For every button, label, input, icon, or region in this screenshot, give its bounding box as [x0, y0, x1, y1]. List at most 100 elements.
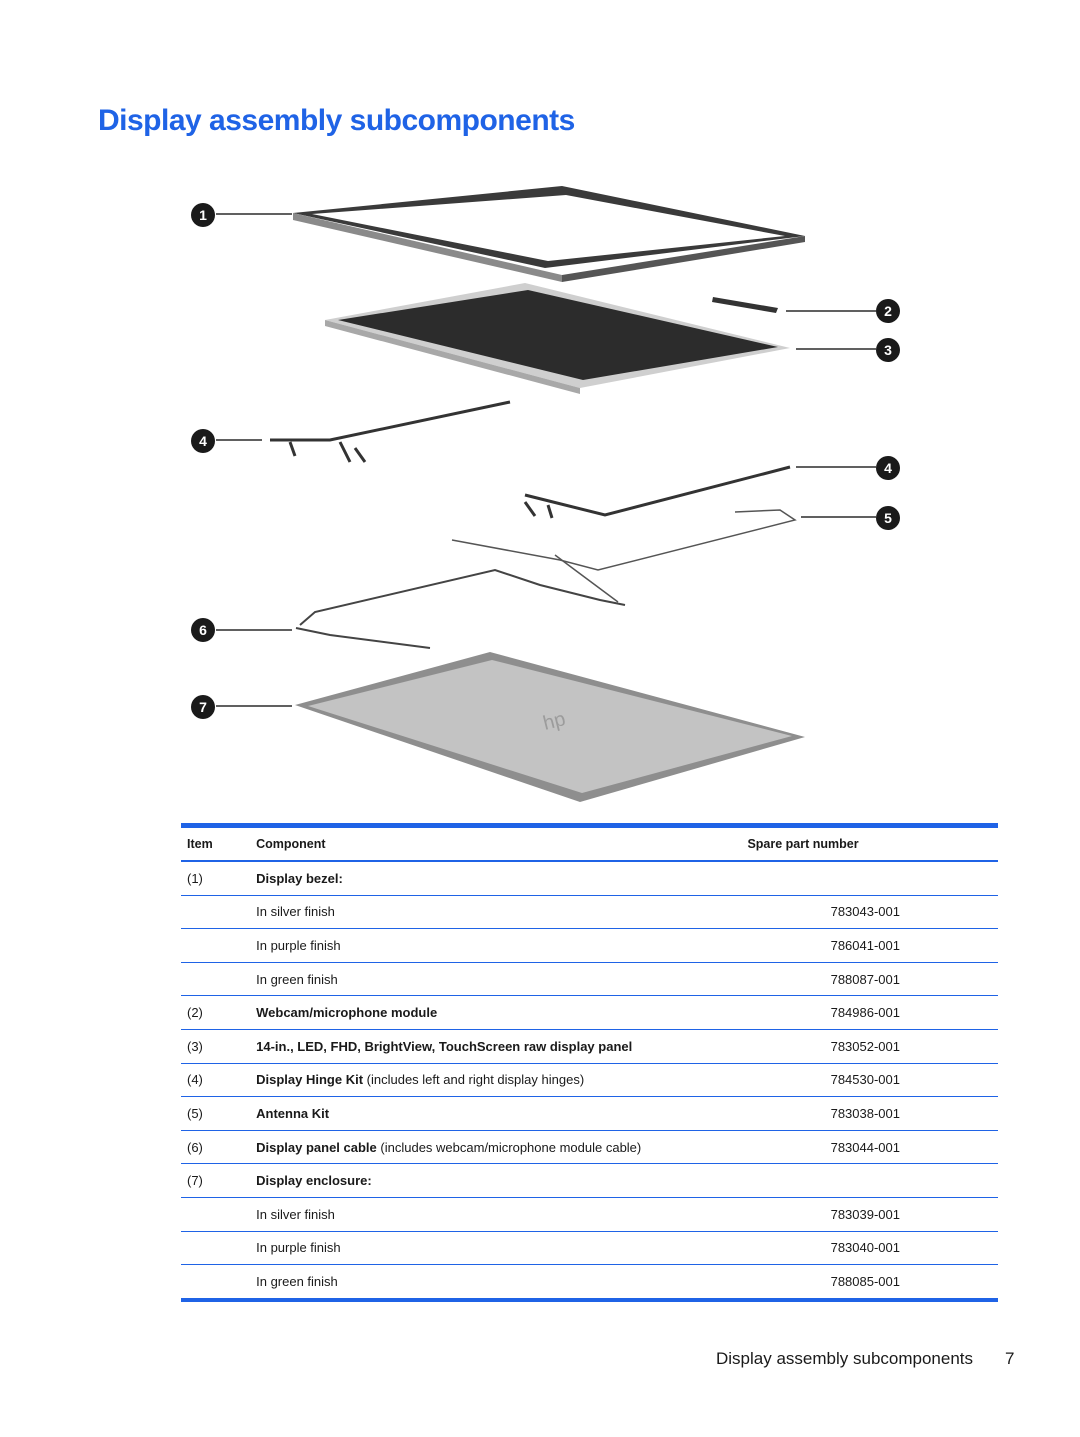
header-spare-part-number: Spare part number [747, 837, 859, 851]
component-cell: In silver finish [256, 1197, 748, 1232]
spare-part-number: 783038-001 [747, 1096, 998, 1131]
item-number [181, 928, 257, 963]
table-header-row: Item Component Spare part number [181, 825, 998, 861]
component-cell: Antenna Kit [256, 1096, 748, 1131]
webcam-module-part [712, 297, 778, 313]
table-row: (5) Antenna Kit 783038-001 [181, 1096, 998, 1131]
left-hinge-part [270, 400, 511, 463]
spare-part-number: 788087-001 [747, 962, 998, 997]
component-name: Display Hinge Kit [256, 1072, 364, 1088]
component-name: 14-in., LED, FHD, BrightView, TouchScree… [256, 1038, 633, 1054]
component-name: In silver finish [256, 1206, 335, 1222]
callout-2-label: 2 [884, 303, 892, 319]
page-title: Display assembly subcomponents [98, 104, 575, 137]
component-cell: In purple finish [256, 928, 748, 963]
callout-6: 6 [191, 618, 215, 642]
callout-6-label: 6 [199, 622, 207, 638]
component-cell: Display bezel: [256, 861, 748, 896]
exploded-view-diagram: hp 1 2 3 4 4 5 6 7 [191, 186, 900, 802]
spare-part-number: 783040-001 [747, 1231, 998, 1266]
item-number: (3) [181, 1029, 257, 1064]
spare-part-number: 783044-001 [747, 1130, 998, 1165]
component-name: In silver finish [256, 904, 335, 920]
component-name: Display bezel: [256, 870, 343, 886]
table-row: (2) Webcam/microphone module 784986-001 [181, 995, 998, 1030]
component-cell: Webcam/microphone module [256, 995, 748, 1030]
callout-7: 7 [191, 695, 215, 719]
callout-2: 2 [876, 299, 900, 323]
spare-part-number: 788085-001 [747, 1264, 998, 1302]
callout-4-right: 4 [876, 456, 900, 480]
spare-part-number: 786041-001 [747, 928, 998, 963]
callout-5-label: 5 [884, 510, 892, 526]
component-cell: 14-in., LED, FHD, BrightView, TouchScree… [256, 1029, 748, 1064]
footer-page-number: 7 [1005, 1349, 1015, 1368]
item-number: (7) [181, 1163, 257, 1198]
item-number: (1) [181, 861, 257, 896]
callout-4-right-label: 4 [884, 460, 892, 476]
component-note: (includes webcam/microphone module cable… [376, 1139, 642, 1155]
item-number: (4) [181, 1063, 257, 1098]
component-name: Webcam/microphone module [256, 1005, 438, 1021]
callout-1: 1 [191, 203, 215, 227]
header-item: Item [187, 837, 213, 851]
component-cell: Display enclosure: [256, 1163, 748, 1198]
item-number: (6) [181, 1130, 257, 1165]
spare-part-number [747, 861, 998, 896]
component-name: Display panel cable [256, 1139, 377, 1155]
footer-section-title: Display assembly subcomponents [716, 1349, 974, 1368]
spare-part-number: 783039-001 [747, 1197, 998, 1232]
header-component: Component [256, 837, 326, 851]
component-cell: In green finish [256, 1264, 748, 1302]
table-row: In silver finish 783043-001 [181, 895, 998, 930]
item-number [181, 1197, 257, 1232]
table-row: (6) Display panel cable (includes webcam… [181, 1130, 998, 1165]
callout-4-left: 4 [191, 429, 215, 453]
spare-parts-table: Item Component Spare part number (1) Dis… [181, 823, 998, 1302]
table-row: (4) Display Hinge Kit (includes left and… [181, 1063, 998, 1098]
component-cell: In silver finish [256, 895, 748, 930]
item-number [181, 1231, 257, 1266]
callout-5: 5 [876, 506, 900, 530]
table-row: (3) 14-in., LED, FHD, BrightView, TouchS… [181, 1029, 998, 1064]
spare-part-number [747, 1163, 998, 1198]
spare-part-number: 783043-001 [747, 895, 998, 930]
callout-4-left-label: 4 [199, 433, 207, 449]
antenna-part [451, 509, 797, 603]
item-number [181, 962, 257, 997]
component-cell: In purple finish [256, 1231, 748, 1266]
table-row: In silver finish 783039-001 [181, 1197, 998, 1232]
spare-part-number: 784986-001 [747, 995, 998, 1030]
callout-3-label: 3 [884, 342, 892, 358]
component-name: Display enclosure: [256, 1173, 372, 1189]
component-cell: In green finish [256, 962, 748, 997]
item-number [181, 1264, 257, 1302]
right-hinge-part [523, 465, 791, 519]
component-name: In green finish [256, 971, 338, 987]
table-row: In green finish 788087-001 [181, 962, 998, 997]
display-panel-part [325, 283, 790, 394]
table-row: (7) Display enclosure: [181, 1163, 998, 1198]
table-row: In purple finish 786041-001 [181, 928, 998, 963]
component-name: In purple finish [256, 937, 341, 953]
svg-text:hp: hp [541, 708, 568, 735]
table-row: In green finish 788085-001 [181, 1264, 998, 1302]
table-row: In purple finish 783040-001 [181, 1231, 998, 1266]
callout-1-label: 1 [199, 207, 207, 223]
callout-7-label: 7 [199, 699, 207, 715]
component-name: Antenna Kit [256, 1105, 330, 1121]
component-name: In green finish [256, 1273, 338, 1289]
component-name: In purple finish [256, 1240, 341, 1256]
spare-part-number: 783052-001 [747, 1029, 998, 1064]
callout-3: 3 [876, 338, 900, 362]
item-number [181, 895, 257, 930]
display-bezel-part [293, 186, 805, 282]
item-number: (2) [181, 995, 257, 1030]
display-enclosure-part: hp [295, 652, 805, 802]
item-number: (5) [181, 1096, 257, 1131]
table-row: (1) Display bezel: [181, 861, 998, 896]
component-cell: Display panel cable (includes webcam/mic… [256, 1130, 748, 1165]
component-cell: Display Hinge Kit (includes left and rig… [256, 1063, 748, 1098]
component-note: (includes left and right display hinges) [363, 1072, 585, 1088]
spare-part-number: 784530-001 [747, 1063, 998, 1098]
